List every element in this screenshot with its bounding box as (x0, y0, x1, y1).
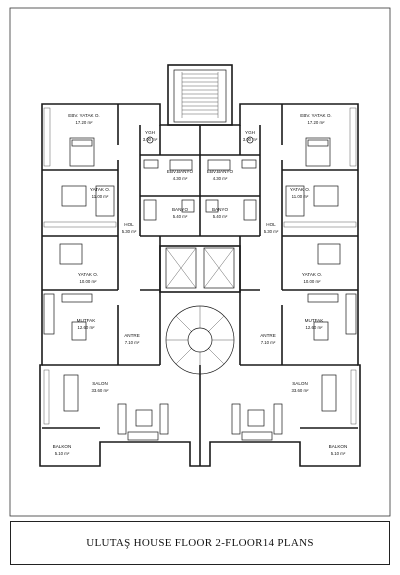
label-yatak2-left: YATAK O. (78, 272, 98, 277)
label-balkon-right: BALKON (329, 444, 348, 449)
spiral-stair (165, 305, 235, 375)
label-wc-left: YGH (145, 130, 155, 135)
elevator-core (159, 245, 241, 293)
label-ebv-banyo-left: EBV.BANYO (167, 169, 194, 174)
label-hol-left: HOL (124, 222, 134, 227)
area-yatak2-left: 10.00 m² (80, 279, 98, 284)
sheet-border (9, 7, 391, 517)
area-wc-left: 3.00 m² (143, 137, 158, 142)
area-hol-left: 5.30 m² (122, 229, 137, 234)
label-antre-left: ANTRE (124, 333, 140, 338)
area-ebv-yatak-left: 17.20 m² (76, 120, 94, 125)
label-hol-right: HOL (266, 222, 276, 227)
balcony-rails (43, 107, 357, 425)
label-ebv-yatak-right: EBV. YATAK O. (300, 113, 331, 118)
label-banyo-right: BANYO (212, 207, 229, 212)
area-salon-right: 33.60 m² (292, 388, 310, 393)
label-mutfak-right: MUTFAK (305, 318, 325, 323)
area-antre-left: 7.10 m² (125, 340, 140, 345)
label-salon-left: SALON (92, 381, 108, 386)
area-mutfak-left: 12.60 m² (78, 325, 96, 330)
area-balkon-right: 5.10 m² (331, 451, 346, 456)
label-salon-right: SALON (292, 381, 308, 386)
label-yatak1-left: YATAK O. (90, 187, 110, 192)
area-ebv-yatak-right: 17.20 m² (308, 120, 326, 125)
area-mutfak-right: 12.60 m² (306, 325, 324, 330)
label-yatak2-right: YATAK O. (302, 272, 322, 277)
label-yatak1-right: YATAK O. (290, 187, 310, 192)
area-salon-left: 33.60 m² (92, 388, 110, 393)
area-antre-right: 7.10 m² (261, 340, 276, 345)
area-hol-right: 5.30 m² (264, 229, 279, 234)
label-ebv-yatak-left: EBV. YATAK O. (68, 113, 99, 118)
label-antre-right: ANTRE (260, 333, 276, 338)
area-yatak2-right: 10.00 m² (304, 279, 322, 284)
area-yatak1-right: 11.00 m² (292, 194, 309, 199)
area-banyo-left: 5.40 m² (173, 214, 188, 219)
interior-walls-left (42, 104, 200, 429)
building-outline (39, 103, 361, 467)
stair-tower (167, 64, 233, 126)
label-mutfak-left: MUTFAK (77, 318, 97, 323)
furniture (43, 136, 357, 441)
plan-title: ULUTAŞ HOUSE FLOOR 2-FLOOR14 PLANS (86, 537, 314, 549)
area-yatak1-left: 11.00 m² (92, 194, 109, 199)
area-balkon-left: 5.10 m² (55, 451, 70, 456)
area-ebv-banyo-right: 4.30 m² (213, 176, 228, 181)
area-banyo-right: 5.40 m² (213, 214, 228, 219)
interior-walls-right (200, 104, 358, 429)
label-banyo-left: BANYO (172, 207, 189, 212)
area-wc-right: 3.00 m² (243, 137, 258, 142)
label-balkon-left: BALKON (53, 444, 72, 449)
label-ebv-banyo-right: EBV.BANYO (207, 169, 234, 174)
title-block: ULUTAŞ HOUSE FLOOR 2-FLOOR14 PLANS (10, 521, 390, 565)
area-ebv-banyo-left: 4.30 m² (173, 176, 188, 181)
label-wc-right: YGH (245, 130, 255, 135)
room-labels: EBV. YATAK O. 17.20 m² EBV. YATAK O. 17.… (53, 113, 348, 456)
